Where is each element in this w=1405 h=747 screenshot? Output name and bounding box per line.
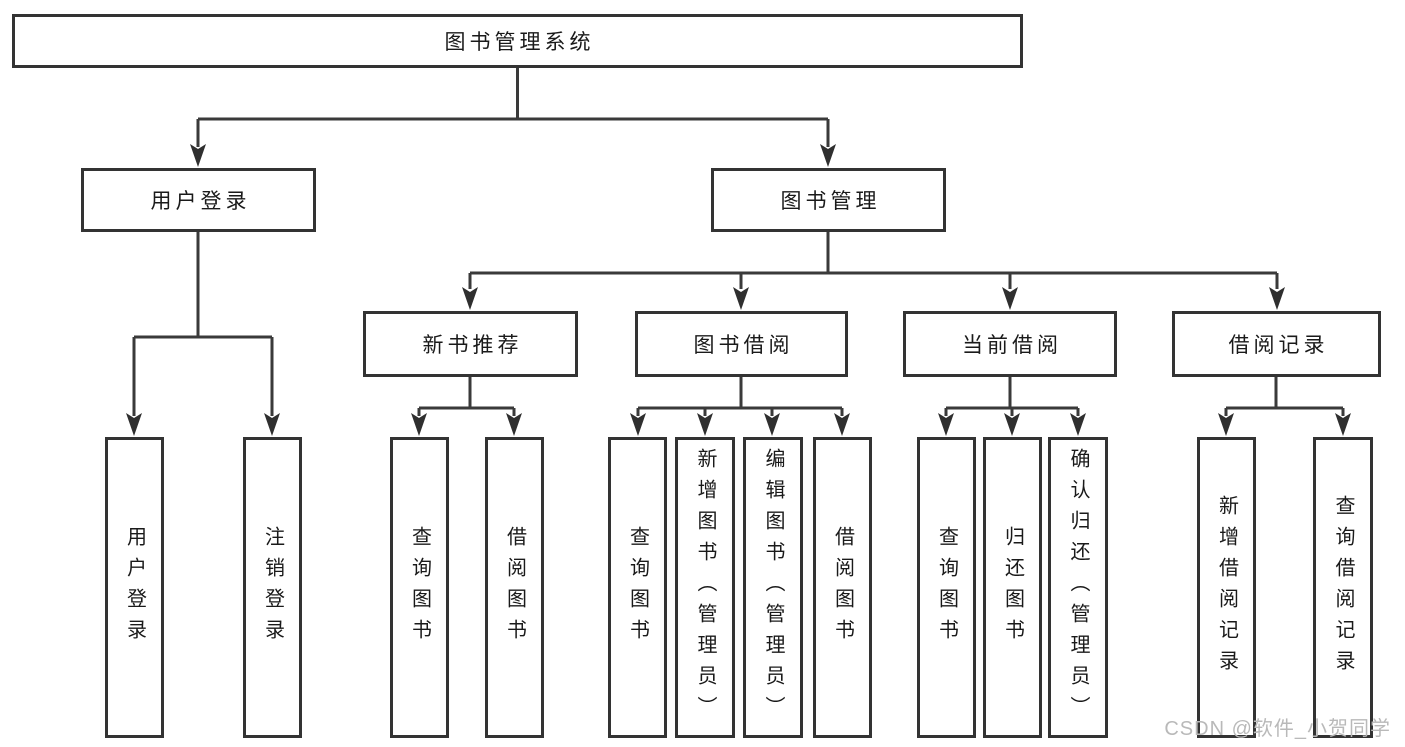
arrowheads <box>126 144 1351 436</box>
csdn-watermark: CSDN @软件_小贺同学 <box>1164 718 1391 740</box>
node-label: 新书推荐 <box>422 334 523 357</box>
node-label: 查询图书 <box>408 525 431 650</box>
node-current-borrow: 当前借阅 <box>903 311 1117 377</box>
leaf-user-login: 用户登录 <box>105 437 164 738</box>
node-label: 编辑图书（管理员） <box>762 448 784 727</box>
node-library-management-system: 图书管理系统 <box>12 14 1023 68</box>
node-label: 图书借阅 <box>693 334 794 357</box>
node-label: 查询借阅记录 <box>1332 494 1354 681</box>
node-label: 借阅图书 <box>831 525 854 650</box>
node-label: 新增图书（管理员） <box>694 448 716 727</box>
node-book-management: 图书管理 <box>711 168 946 232</box>
leaf-query-books-borrow: 查询图书 <box>608 437 667 738</box>
node-book-borrow: 图书借阅 <box>635 311 848 377</box>
node-label: 归还图书 <box>1001 525 1024 650</box>
node-label: 借阅图书 <box>503 525 526 650</box>
leaf-query-books-current: 查询图书 <box>917 437 976 738</box>
node-label: 图书管理 <box>780 190 881 213</box>
leaf-edit-books-admin: 编辑图书（管理员） <box>743 437 803 738</box>
leaf-return-books: 归还图书 <box>983 437 1042 738</box>
leaf-confirm-return-admin: 确认归还（管理员） <box>1048 437 1108 738</box>
node-new-book-recommend: 新书推荐 <box>363 311 578 377</box>
leaf-logout: 注销登录 <box>243 437 302 738</box>
node-borrow-records: 借阅记录 <box>1172 311 1381 377</box>
node-label: 确认归还（管理员） <box>1067 448 1089 727</box>
node-user-login: 用户登录 <box>81 168 316 232</box>
leaf-borrow-books: 借阅图书 <box>813 437 872 738</box>
leaf-query-borrow-record: 查询借阅记录 <box>1313 437 1373 738</box>
leaf-query-books-recommend: 查询图书 <box>390 437 449 738</box>
node-label: 用户登录 <box>150 190 251 213</box>
node-label: 新增借阅记录 <box>1215 494 1238 681</box>
leaf-borrow-books-recommend: 借阅图书 <box>485 437 544 738</box>
node-label: 当前借阅 <box>962 334 1062 357</box>
node-label: 查询图书 <box>626 525 649 650</box>
node-label: 用户登录 <box>123 525 146 650</box>
leaf-add-borrow-record: 新增借阅记录 <box>1197 437 1256 738</box>
node-label: 查询图书 <box>935 525 958 650</box>
node-label: 注销登录 <box>261 525 284 650</box>
node-label: 图书管理系统 <box>444 31 595 54</box>
node-label: 借阅记录 <box>1228 334 1329 357</box>
leaf-add-books-admin: 新增图书（管理员） <box>675 437 735 738</box>
